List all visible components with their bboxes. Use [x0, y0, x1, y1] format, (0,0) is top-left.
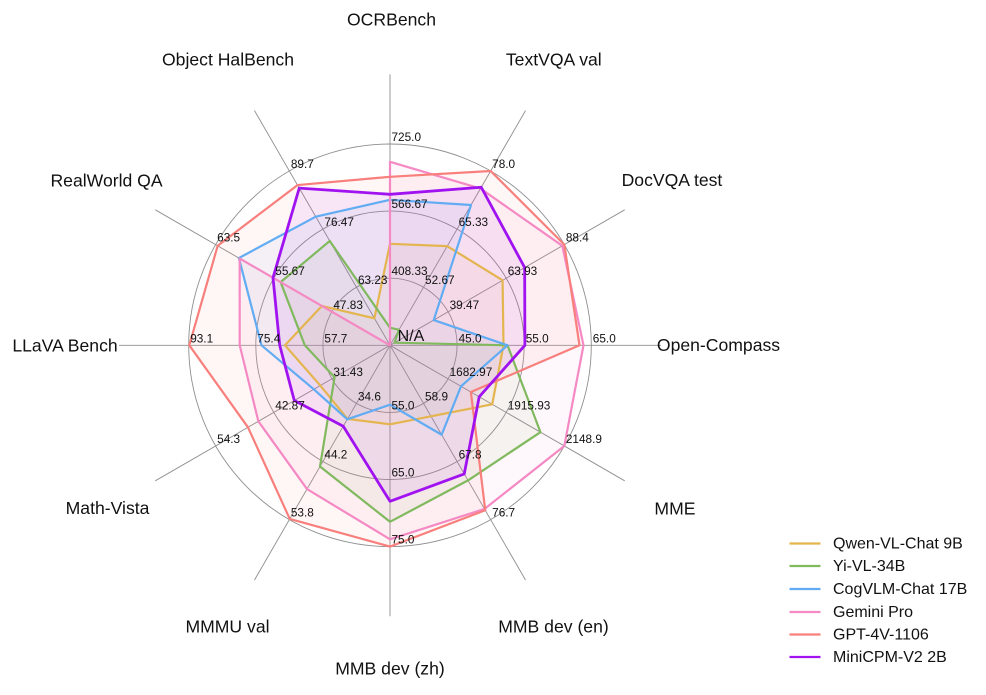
svg-text:TextVQA val: TextVQA val	[506, 49, 602, 69]
svg-text:Open-Compass: Open-Compass	[657, 335, 780, 355]
svg-text:DocVQA test: DocVQA test	[622, 170, 723, 190]
svg-text:Yi-VL-34B: Yi-VL-34B	[833, 558, 905, 575]
svg-text:GPT-4V-1106: GPT-4V-1106	[833, 627, 929, 644]
svg-text:47.83: 47.83	[333, 298, 363, 312]
svg-text:55.0: 55.0	[526, 331, 549, 345]
svg-text:89.7: 89.7	[291, 157, 314, 171]
svg-text:57.7: 57.7	[324, 331, 347, 345]
svg-text:1682.97: 1682.97	[450, 365, 493, 379]
svg-text:42.87: 42.87	[275, 398, 305, 412]
svg-text:52.67: 52.67	[425, 273, 455, 287]
svg-text:MMB dev (zh): MMB dev (zh)	[335, 658, 445, 678]
svg-text:LLaVA Bench: LLaVA Bench	[12, 335, 117, 355]
svg-text:63.93: 63.93	[508, 264, 538, 278]
svg-text:1915.93: 1915.93	[508, 398, 551, 412]
svg-text:N/A: N/A	[398, 328, 425, 345]
svg-text:65.0: 65.0	[593, 331, 616, 345]
svg-text:725.0: 725.0	[392, 130, 422, 144]
svg-text:75.4: 75.4	[257, 331, 280, 345]
svg-text:34.6: 34.6	[358, 389, 381, 403]
svg-text:63.23: 63.23	[358, 273, 388, 287]
svg-text:566.67: 566.67	[392, 197, 428, 211]
svg-text:CogVLM-Chat 17B: CogVLM-Chat 17B	[833, 581, 967, 598]
svg-text:MME: MME	[654, 498, 695, 518]
svg-text:75.0: 75.0	[392, 533, 415, 547]
svg-text:MiniCPM-V2 2B: MiniCPM-V2 2B	[833, 649, 947, 666]
svg-text:76.7: 76.7	[492, 506, 515, 520]
svg-text:65.0: 65.0	[392, 466, 415, 480]
svg-text:88.4: 88.4	[566, 231, 589, 245]
svg-text:55.67: 55.67	[275, 264, 305, 278]
svg-text:58.9: 58.9	[425, 389, 448, 403]
svg-text:408.33: 408.33	[392, 264, 429, 278]
svg-text:63.5: 63.5	[217, 231, 240, 245]
svg-text:53.8: 53.8	[291, 506, 314, 520]
svg-text:MMB dev (en): MMB dev (en)	[498, 616, 608, 636]
svg-text:55.0: 55.0	[392, 398, 415, 412]
svg-text:78.0: 78.0	[492, 157, 515, 171]
svg-text:Math-Vista: Math-Vista	[66, 498, 150, 518]
svg-text:45.0: 45.0	[459, 331, 482, 345]
svg-text:54.3: 54.3	[217, 432, 240, 446]
svg-text:OCRBench: OCRBench	[347, 9, 436, 29]
svg-text:39.47: 39.47	[450, 298, 480, 312]
svg-text:67.8: 67.8	[459, 448, 482, 462]
svg-text:MMMU val: MMMU val	[185, 616, 269, 636]
svg-text:Object HalBench: Object HalBench	[162, 49, 294, 69]
svg-text:RealWorld QA: RealWorld QA	[50, 170, 162, 190]
svg-text:Qwen-VL-Chat 9B: Qwen-VL-Chat 9B	[833, 536, 963, 553]
svg-text:Gemini Pro: Gemini Pro	[833, 604, 913, 621]
svg-text:31.43: 31.43	[333, 365, 363, 379]
svg-text:76.47: 76.47	[324, 215, 354, 229]
svg-text:93.1: 93.1	[190, 331, 213, 345]
svg-text:2148.9: 2148.9	[566, 432, 602, 446]
svg-text:65.33: 65.33	[459, 215, 489, 229]
svg-text:44.2: 44.2	[324, 448, 347, 462]
